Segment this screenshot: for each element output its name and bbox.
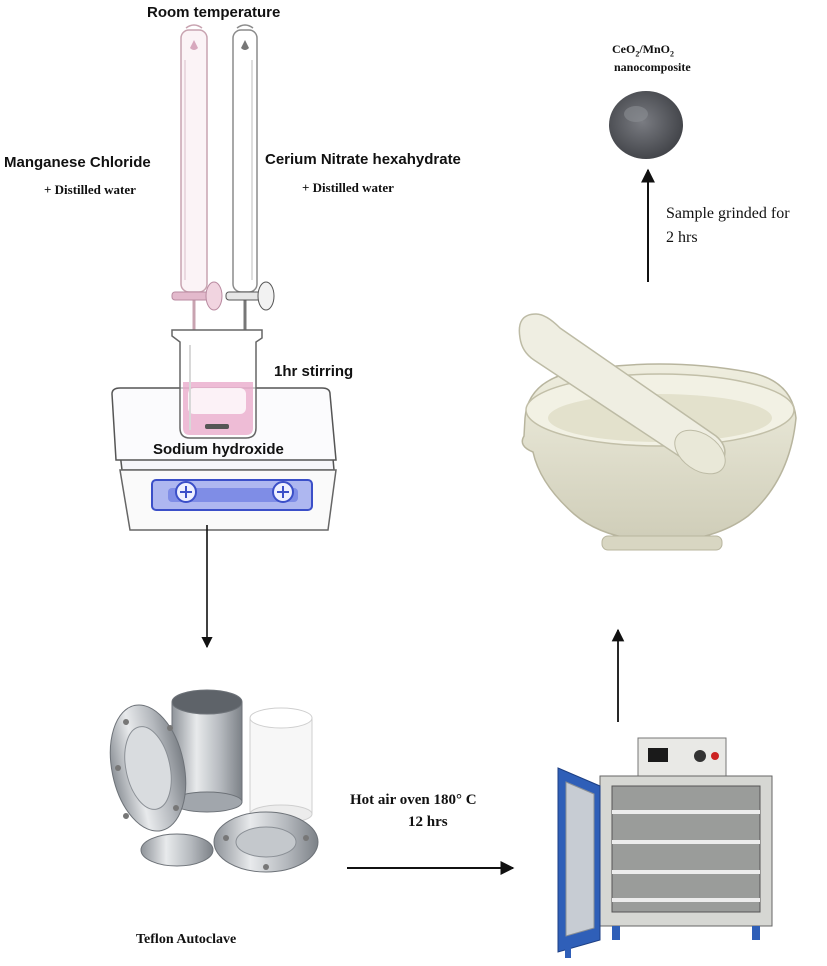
burette-right-icon xyxy=(225,24,275,330)
cerium-nitrate-label: Cerium Nitrate hexahydrate xyxy=(265,151,461,168)
mortar-pestle-icon xyxy=(518,313,797,551)
grind-label-line2: 2 hrs xyxy=(666,229,698,246)
oven-condition-label-line1: Hot air oven 180° C xyxy=(350,792,477,808)
powder-icon xyxy=(609,91,683,159)
formula-sub-1: 2 xyxy=(635,49,640,59)
manganese-chloride-label: Manganese Chloride xyxy=(4,154,151,171)
product-name-label: nanocomposite xyxy=(614,60,691,74)
grind-label-line1: Sample grinded for xyxy=(666,205,790,222)
stirring-label: 1hr stirring xyxy=(274,363,354,380)
beaker-icon xyxy=(171,329,263,439)
teflon-autoclave-label: Teflon Autoclave xyxy=(136,932,237,947)
sodium-hydroxide-label: Sodium hydroxide xyxy=(153,441,284,458)
oven-condition-label-line2: 12 hrs xyxy=(408,814,448,830)
ce-distilled-water-label: + Distilled water xyxy=(302,180,394,195)
mn-distilled-water-label: + Distilled water xyxy=(44,182,136,197)
room-temperature-label: Room temperature xyxy=(147,4,281,21)
oven-icon xyxy=(557,737,773,958)
formula-sub-2: 2 xyxy=(670,49,674,59)
product-formula-label: CeO2/MnO2 xyxy=(612,42,674,58)
formula-mno: /MnO xyxy=(639,42,670,56)
burette-left-icon xyxy=(171,24,223,330)
formula-ceo: CeO xyxy=(612,42,636,56)
autoclave-icon xyxy=(105,673,325,893)
